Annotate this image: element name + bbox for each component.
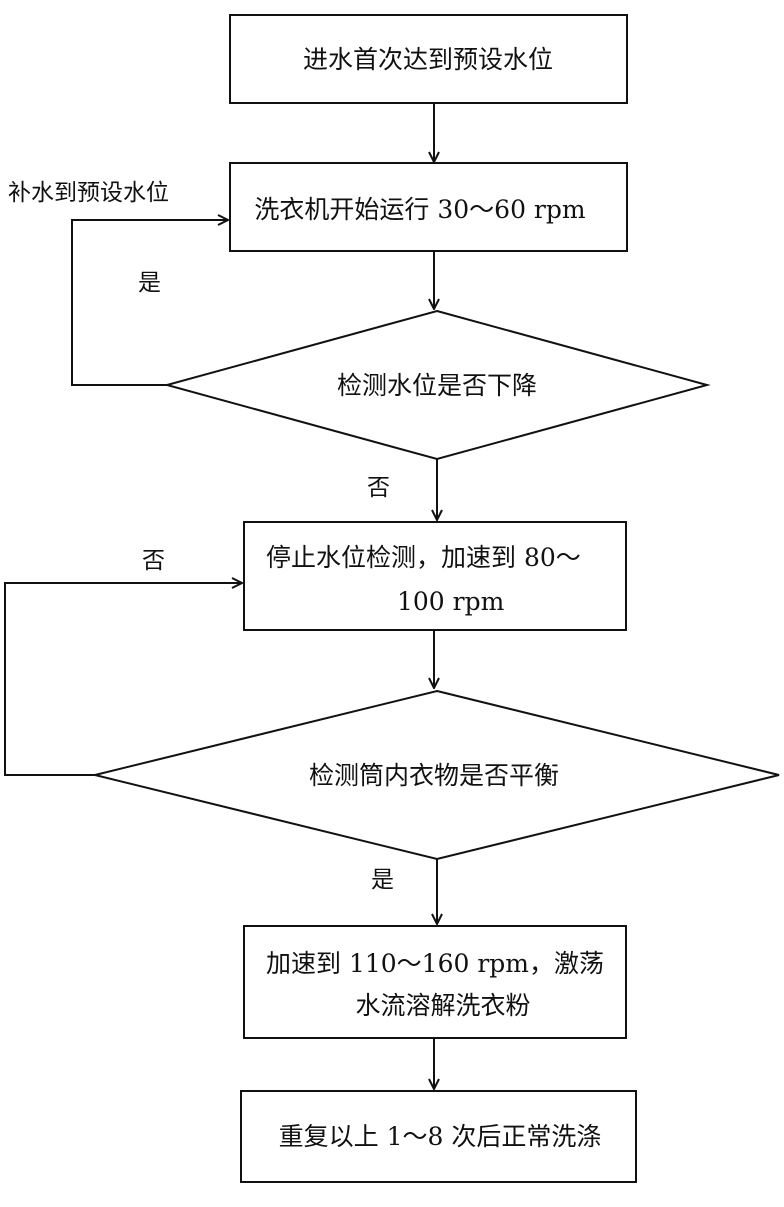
edge-label-refill: 补水到预设水位 bbox=[8, 180, 169, 206]
node-start-box bbox=[229, 14, 628, 104]
edge-label-balance-yes: 是 bbox=[371, 867, 394, 893]
edge-balance-no-loop bbox=[4, 583, 242, 776]
node-repeat-label: 重复以上 1～8 次后正常洗涤 bbox=[279, 1122, 602, 1151]
node-accelerate-box bbox=[243, 521, 627, 631]
edge-label-level-yes: 是 bbox=[138, 270, 161, 296]
node-spin-label-line1: 加速到 110～160 rpm，激荡 bbox=[266, 949, 604, 978]
node-spin-box bbox=[243, 925, 627, 1039]
edge-label-level-no: 否 bbox=[367, 475, 390, 501]
node-accelerate-label-line2: 100 rpm bbox=[397, 587, 505, 616]
node-run-label: 洗衣机开始运行 30～60 rpm bbox=[254, 195, 585, 224]
node-run-box bbox=[229, 162, 628, 252]
node-spin-label-line2: 水流溶解洗衣粉 bbox=[355, 991, 530, 1020]
edge-refill-loop bbox=[71, 220, 228, 386]
node-accelerate-label-line1: 停止水位检测，加速到 80～ bbox=[266, 543, 581, 572]
node-start-label: 进水首次达到预设水位 bbox=[303, 45, 553, 74]
decision-balance-label: 检测筒内衣物是否平衡 bbox=[309, 761, 559, 790]
edge-label-balance-no: 否 bbox=[142, 548, 165, 574]
node-repeat-box bbox=[240, 1090, 637, 1183]
decision-water-level-label: 检测水位是否下降 bbox=[337, 371, 537, 400]
